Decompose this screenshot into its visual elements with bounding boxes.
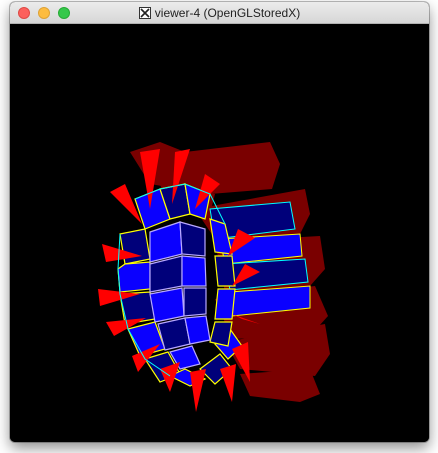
- close-button[interactable]: [18, 7, 30, 19]
- inner-barrel: [149, 221, 211, 370]
- x11-icon: [138, 7, 151, 19]
- window-title-group: viewer-4 (OpenGLStoredX): [10, 5, 429, 21]
- opengl-viewport[interactable]: [10, 24, 429, 442]
- detector-scene: [98, 142, 330, 412]
- zoom-button[interactable]: [58, 7, 70, 19]
- red-wedges: [98, 149, 260, 412]
- minimize-button[interactable]: [38, 7, 50, 19]
- viewer-window: viewer-4 (OpenGLStoredX): [10, 2, 429, 442]
- window-title: viewer-4 (OpenGLStoredX): [154, 6, 301, 20]
- edge-highlights: [117, 183, 226, 377]
- title-bar[interactable]: viewer-4 (OpenGLStoredX): [10, 2, 429, 24]
